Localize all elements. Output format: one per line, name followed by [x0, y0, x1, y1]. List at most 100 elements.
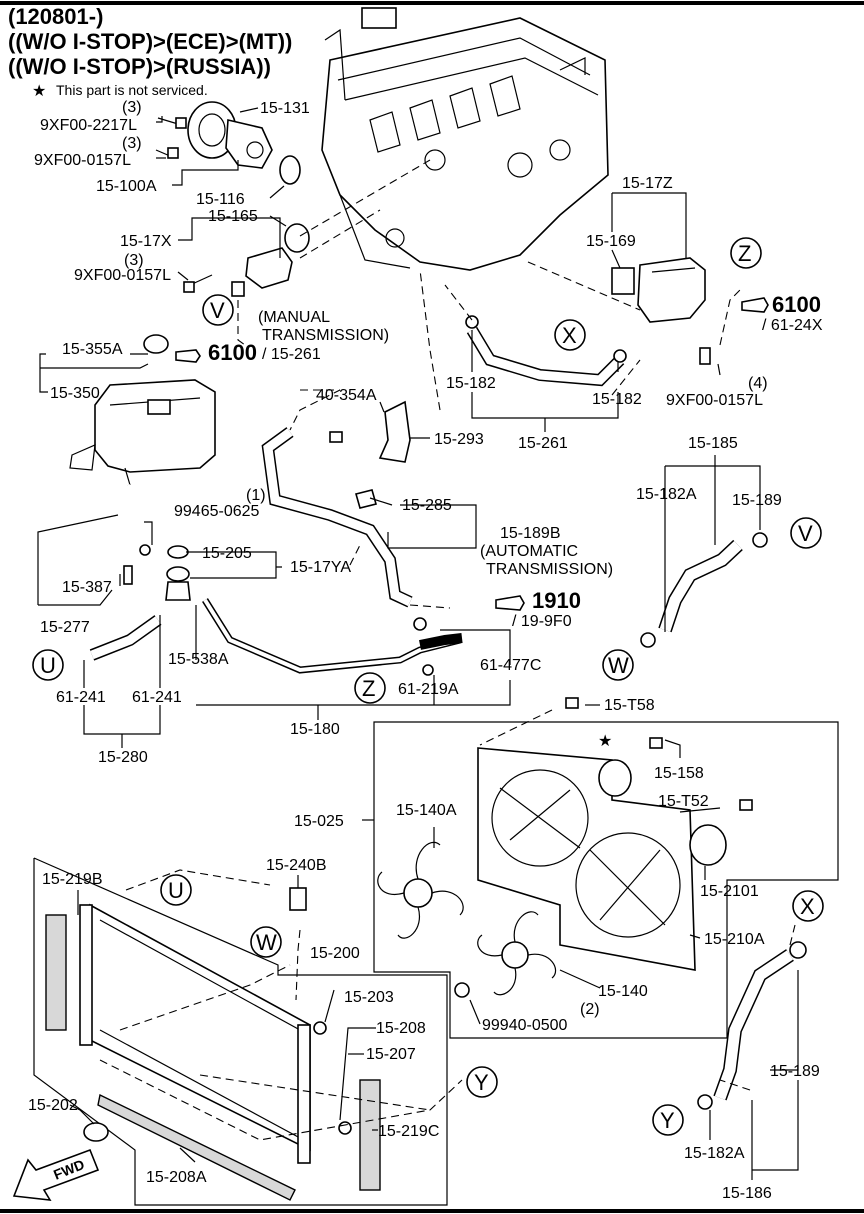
marker-y-2: Y — [652, 1104, 684, 1136]
thermostat-15-17z — [611, 257, 711, 365]
coolant-connector — [123, 544, 191, 601]
svg-text:X: X — [800, 894, 815, 919]
label-15-538a: 15-538A — [168, 651, 229, 668]
label-15-140a: 15-140A — [396, 802, 457, 819]
label-15-t58: 15-T58 — [604, 697, 655, 714]
label-15-280: 15-280 — [98, 749, 148, 766]
label-manual-2: TRANSMISSION) — [262, 327, 389, 344]
marker-v-1: V — [202, 294, 234, 326]
label-9xf00-2217l: 9XF00-2217L — [40, 117, 137, 134]
coolant-reservoir — [69, 334, 216, 486]
label-15-240b: 15-240B — [266, 857, 327, 874]
label-15-140: 15-140 — [598, 983, 648, 1000]
label-15-17z: 15-17Z — [622, 175, 673, 192]
label-15-17x: 15-17X — [120, 233, 172, 250]
svg-text:X: X — [562, 323, 577, 348]
bolt-40-354a — [329, 431, 343, 443]
label-15-158: 15-158 — [654, 765, 704, 782]
marker-z-1: Z — [730, 237, 762, 269]
label-99465-0625: 99465-0625 — [174, 503, 260, 520]
label-15-208a: 15-208A — [146, 1169, 207, 1186]
marker-v-2: V — [790, 517, 822, 549]
marker-u-1: U — [32, 649, 64, 681]
marker-w-1: W — [602, 649, 634, 681]
label-6100-a: 6100 — [208, 340, 257, 365]
label-15-293: 15-293 — [434, 431, 484, 448]
label-15-219c: 15-219C — [378, 1123, 439, 1140]
nut-99940-0500 — [454, 982, 470, 998]
label-auto-1: (AUTOMATIC — [480, 543, 578, 560]
svg-text:Z: Z — [362, 676, 375, 701]
label-9xf00-0157l-c: 9XF00-0157L — [666, 392, 763, 409]
label-40-354a: 40-354A — [316, 387, 377, 404]
star-icon: ★ — [32, 83, 46, 100]
label-15-189-a: 15-189 — [732, 492, 782, 509]
fan-motor-15-158 — [598, 737, 663, 797]
label-15-182-a: 15-182 — [446, 375, 496, 392]
label-15-116: 15-116 — [196, 191, 245, 208]
label-15-205: 15-205 — [202, 545, 252, 562]
label-15-17ya: 15-17YA — [290, 559, 351, 576]
label-15-208: 15-208 — [376, 1020, 426, 1037]
label-qty-3b: (3) — [122, 135, 142, 152]
label-15-387: 15-387 — [62, 579, 112, 596]
label-61-477c: 61-477C — [480, 657, 541, 674]
label-15-350: 15-350 — [50, 385, 100, 402]
label-15-219b: 15-219B — [42, 871, 103, 888]
label-qty-3c: (3) — [124, 252, 144, 269]
marker-y-1: Y — [466, 1066, 498, 1098]
label-1910: 1910 — [532, 588, 581, 613]
label-15-t52: 15-T52 — [658, 793, 709, 810]
reservoir-hose-inner — [97, 484, 151, 550]
label-15-202: 15-202 — [28, 1097, 78, 1114]
header-note: This part is not serviced. — [56, 82, 208, 98]
label-15-186: 15-186 — [722, 1185, 772, 1202]
label-15-207: 15-207 — [366, 1046, 416, 1063]
label-15-355a: 15-355A — [62, 341, 123, 358]
leader-lines — [37, 107, 799, 1180]
label-15-189-c: 15-189 — [770, 1063, 820, 1080]
label-qty-2: (2) — [580, 1001, 600, 1018]
label-61-241-b: 61-241 — [132, 689, 182, 706]
label-9xf00-0157l-b: 9XF00-0157L — [74, 267, 171, 284]
marker-x-1: X — [554, 319, 586, 351]
label-19-9f0: / 19-9F0 — [512, 613, 572, 630]
label-61-24x: / 61-24X — [762, 317, 823, 334]
fwd-arrow-icon: FWD — [12, 1148, 100, 1201]
svg-text:W: W — [256, 930, 277, 955]
svg-text:Z: Z — [738, 241, 751, 266]
label-15-185: 15-185 — [688, 435, 738, 452]
label-manual-1: (MANUAL — [258, 309, 330, 326]
label-15-182-b: 15-182 — [592, 391, 642, 408]
header-line-2: ((W/O I-STOP)>(ECE)>(MT)) — [8, 29, 292, 54]
dashed-leaders — [99, 159, 796, 1141]
fan-blade-15-140 — [477, 911, 557, 996]
svg-text:V: V — [798, 521, 813, 546]
marker-u-2: U — [160, 874, 192, 906]
label-6100-b: 6100 — [772, 292, 821, 317]
label-15-180: 15-180 — [290, 721, 340, 738]
marker-x-2: X — [792, 890, 824, 922]
reference-markers: V V X X Z Z U U W W Y Y — [32, 237, 824, 1136]
label-15-165: 15-165 — [208, 208, 258, 225]
star-icon-2: ★ — [598, 733, 612, 750]
water-pump — [155, 101, 301, 185]
marker-z-2: Z — [354, 672, 386, 704]
label-qty-1: (1) — [246, 487, 266, 504]
radiator-core — [45, 887, 381, 1201]
header-line-3: ((W/O I-STOP)>(RUSSIA)) — [8, 54, 271, 79]
label-15-169: 15-169 — [586, 233, 636, 250]
svg-text:Y: Y — [474, 1070, 489, 1095]
label-15-210a: 15-210A — [704, 931, 765, 948]
ref-arrow-icons — [175, 297, 769, 611]
label-15-131: 15-131 — [260, 100, 310, 117]
label-15-261-b: 15-261 — [518, 435, 568, 452]
fan-motor-15-2101 — [689, 799, 753, 866]
fan-blade-15-140a — [377, 841, 464, 939]
svg-text:Y: Y — [660, 1108, 675, 1133]
radiator-outline — [33, 857, 448, 1206]
label-61-241-a: 61-241 — [56, 689, 106, 706]
callout-labels: 15-131 (3) 9XF00-2217L (3) 9XF00-0157L 1… — [28, 99, 823, 1202]
label-9xf00-0157l-a: 9XF00-0157L — [34, 152, 131, 169]
